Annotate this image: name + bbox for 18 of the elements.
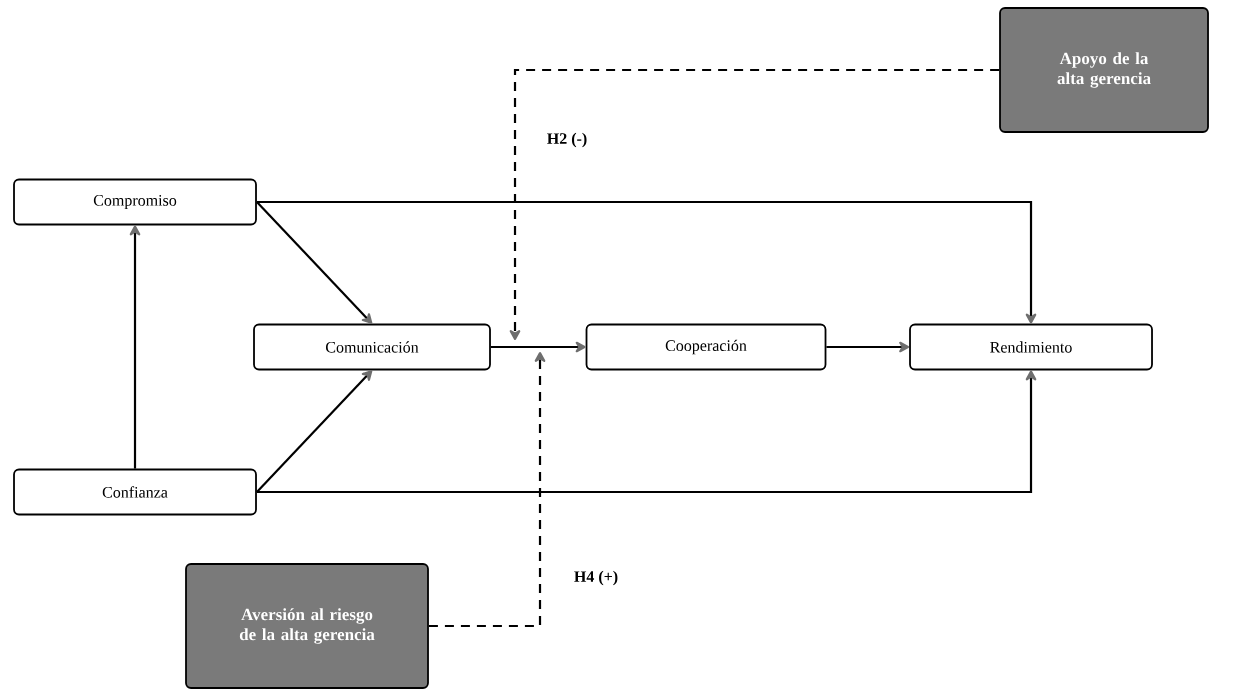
arrow	[490, 341, 586, 353]
dashed-arrow	[509, 68, 1000, 340]
edge-label: H2 (-)	[545, 131, 589, 149]
arrow	[256, 200, 1037, 324]
moderator-box: Aversión al riesgo de la alta gerencia	[185, 563, 429, 689]
construct-box: Rendimiento	[909, 323, 1153, 371]
construct-box: Compromiso	[13, 178, 257, 226]
arrow	[129, 225, 141, 469]
moderator-box: Apoyo de la alta gerencia	[999, 7, 1209, 133]
arrow	[256, 370, 1037, 494]
arrow	[256, 370, 373, 493]
edge-label: H4 (+)	[572, 569, 620, 587]
arrow	[826, 341, 910, 353]
construct-box: Comunicación	[253, 323, 491, 371]
construct-box: Confianza	[13, 468, 257, 516]
dashed-arrow	[428, 352, 546, 628]
construct-box: Cooperación	[585, 323, 827, 371]
arrow	[256, 201, 373, 324]
